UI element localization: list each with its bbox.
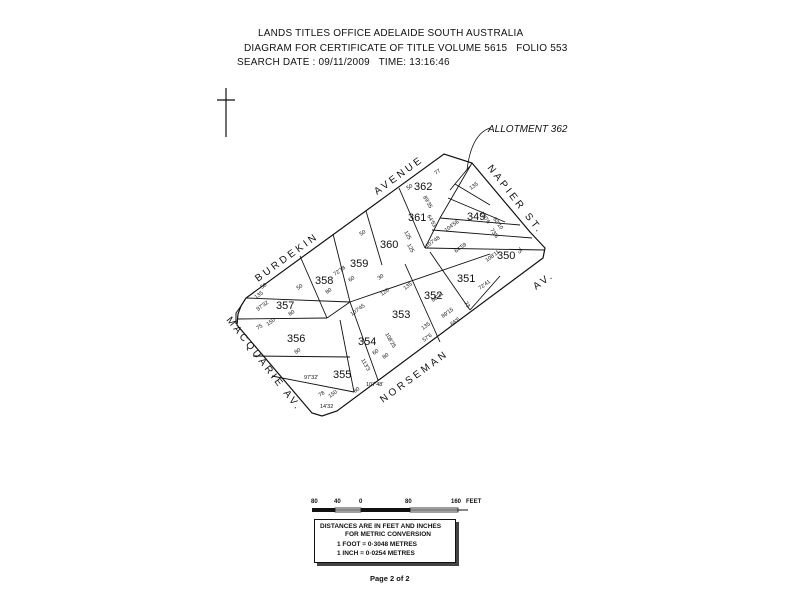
dimension-label: 97'32 <box>256 300 270 313</box>
dimension-label: 125 <box>405 243 415 254</box>
dimension-label: 72'41 <box>478 279 492 292</box>
allotment-357-label: 357 <box>276 300 294 312</box>
allotment-354-label: 354 <box>358 336 376 348</box>
dimension-label: 107'45 <box>350 303 367 317</box>
parcel-boundary <box>236 153 546 417</box>
dimension-label: 80 <box>382 352 390 360</box>
dimension-label: 150 <box>328 389 339 399</box>
allotment-360-label: 360 <box>380 239 398 251</box>
dimension-label: 150 <box>266 317 277 327</box>
allotment-356-label: 356 <box>287 333 305 345</box>
scale-tick: 80 <box>311 499 318 505</box>
time-label: TIME: <box>378 57 407 68</box>
dimension-label: 80 <box>294 347 302 355</box>
dimension-label: 108'25 <box>383 332 396 349</box>
allotment-349-label: 349 <box>467 211 485 223</box>
dimension-label: 50 <box>296 283 304 291</box>
scale-segment <box>409 507 459 513</box>
metric-conversion-box: DISTANCES ARE IN FEET AND INCHES FOR MET… <box>314 519 456 563</box>
dimension-label: 113'3 <box>359 358 371 372</box>
north-arrow-icon <box>217 88 235 137</box>
street-burdekin: BURDEKIN <box>253 231 321 284</box>
conversion-inch: 1 INCH = 0·0254 METRES <box>337 550 415 557</box>
dimension-label: 97'32' <box>304 375 318 381</box>
dimension-label: 107'48 <box>425 235 442 249</box>
allotment-labels: 362 361 349 360 350 359 358 351 357 352 353 356 354 3… <box>276 181 515 381</box>
dimension-label: 89'15 <box>441 307 455 320</box>
scale-segment <box>361 508 410 512</box>
dimension-label: 77 <box>434 168 442 176</box>
scale-segment <box>312 508 335 512</box>
callout-label: ALLOTMENT 362 <box>487 124 568 135</box>
dimension-label: 64'53 <box>425 214 437 229</box>
dimension-label: 66'6 <box>450 317 462 328</box>
dimension-label: 50 <box>359 229 367 237</box>
search-date-label: SEARCH DATE : <box>237 57 316 68</box>
dimension-label: 60 <box>348 275 356 283</box>
diagram-title-line: DIAGRAM FOR CERTIFICATE OF TITLE VOLUME … <box>244 43 568 54</box>
street-napier: NAPIER ST. <box>485 163 546 236</box>
dimension-label: 89'35 <box>421 195 433 210</box>
dimension-label: 14'32 <box>320 404 333 410</box>
page-number: Page 2 of 2 <box>370 574 410 583</box>
conversion-line: FOR METRIC CONVERSION <box>345 531 431 538</box>
dimension-label: 75 <box>256 323 264 331</box>
dimension-label: 80 <box>288 309 296 317</box>
dimension-label: 64'59 <box>454 242 468 255</box>
dimension-label: 135 <box>421 321 432 331</box>
conversion-foot: 1 FOOT = 0·3048 METRES <box>337 541 418 548</box>
dimension-label: 107'48' <box>366 382 383 388</box>
scale-tick: 160 <box>451 499 462 505</box>
dimension-label: 120 <box>380 287 391 297</box>
scale-tick: 40 <box>334 499 341 505</box>
volume-value: 5615 <box>484 43 508 54</box>
time-value: 13:16:46 <box>409 57 450 68</box>
dimension-label: 78 <box>318 390 326 398</box>
scale-bar: 80 40 0 80 160 FEET <box>311 499 482 513</box>
search-date-value: 09/11/2009 <box>318 57 370 68</box>
dimension-label: 72'18 <box>333 265 347 278</box>
allotment-352-label: 352 <box>424 290 442 302</box>
allotment-351-label: 351 <box>457 273 475 285</box>
dimension-label: 135 <box>254 290 265 300</box>
dimension-label: 80 <box>353 386 361 394</box>
allotment-350-label: 350 <box>497 250 515 262</box>
dimension-label: 135 <box>469 181 480 191</box>
macquarie-frontage <box>235 305 242 324</box>
allotment-362-label: 362 <box>414 181 432 193</box>
allotment-353-label: 353 <box>392 309 410 321</box>
dimension-label: 73 <box>462 301 470 309</box>
dimension-label: 60 <box>372 348 380 356</box>
allotment-358-label: 358 <box>315 275 333 287</box>
folio-value: 553 <box>550 43 568 54</box>
conversion-line: DISTANCES ARE IN FEET AND INCHES <box>320 523 442 530</box>
office-title: LANDS TITLES OFFICE ADELAIDE SOUTH AUSTR… <box>258 28 524 39</box>
dimension-label: 125 <box>402 230 412 241</box>
dimension-label: 30 <box>377 273 385 281</box>
dimension-label: 50 <box>406 183 414 191</box>
document-header: LANDS TITLES OFFICE ADELAIDE SOUTH AUSTR… <box>0 0 800 75</box>
scale-unit: FEET <box>466 499 482 505</box>
dimension-label: 57'6 <box>422 333 434 344</box>
street-av: AV. <box>531 270 556 293</box>
scale-segment <box>334 507 362 513</box>
lot-lines <box>237 162 546 393</box>
dimension-label: 73'6 <box>488 228 499 240</box>
street-macquarie: MACQUARIE AV. <box>224 315 304 413</box>
dimension-label: 50 <box>260 282 268 290</box>
allotment-359-label: 359 <box>350 258 368 270</box>
folio-label: FOLIO <box>516 43 548 54</box>
allotment-361-label: 361 <box>408 212 426 224</box>
diagram-label: DIAGRAM FOR CERTIFICATE OF TITLE VOLUME <box>244 43 482 54</box>
scale-tick: 80 <box>405 499 412 505</box>
dimension-label: 80 <box>325 287 333 295</box>
dimension-label: 75 <box>514 247 522 255</box>
scale-tick: 0 <box>359 499 363 505</box>
search-line: SEARCH DATE : 09/11/2009 TIME: 13:16:46 <box>237 57 450 68</box>
allotment-355-label: 355 <box>333 369 351 381</box>
dimension-label: 135 <box>403 281 414 291</box>
allotment-callout: ALLOTMENT 362 <box>466 124 568 171</box>
